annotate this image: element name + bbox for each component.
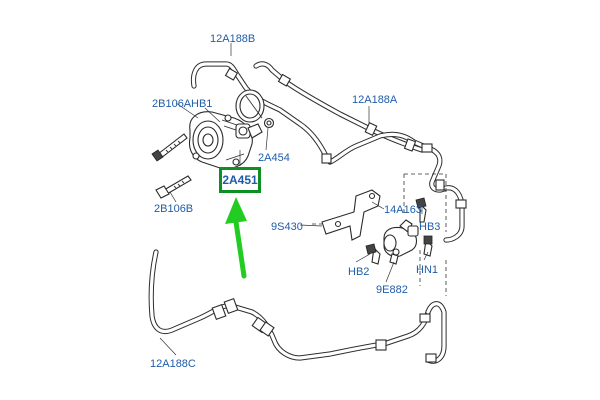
fasteners-hb <box>365 197 433 265</box>
vacuum-pump <box>188 111 263 170</box>
label-hb3: HB3 <box>419 221 441 233</box>
label-12a188a: 12A188A <box>352 94 398 106</box>
label-2b106a: 2B106A <box>152 98 192 110</box>
label-9s430: 9S430 <box>271 221 303 233</box>
leader-lines <box>159 43 429 356</box>
o-ring <box>235 89 275 129</box>
highlight-arrow <box>225 197 247 279</box>
label-2b106b: 2B106B <box>154 203 194 215</box>
bolt-2b106a <box>151 133 188 162</box>
label-2a454: 2A454 <box>258 152 290 164</box>
label-14a163: 14A163 <box>384 204 422 216</box>
label-hn1: HN1 <box>416 264 439 276</box>
reference-lines <box>403 173 447 296</box>
label-9e882: 9E882 <box>376 284 408 296</box>
label-hb2: HB2 <box>348 266 370 278</box>
label-12a188b: 12A188B <box>210 33 256 45</box>
label-2a451: 2A451 <box>222 173 258 187</box>
bracket-9s430 <box>312 189 381 241</box>
label-hb1: HB1 <box>191 98 213 110</box>
vacuum-hose-lower <box>148 249 447 364</box>
vacuum-hose-upper <box>190 61 467 243</box>
solenoid-valve <box>383 219 419 265</box>
label-12a188c: 12A188C <box>150 358 196 370</box>
stud-2b106b <box>155 175 192 199</box>
highlight-box: 2A451 <box>219 167 261 193</box>
